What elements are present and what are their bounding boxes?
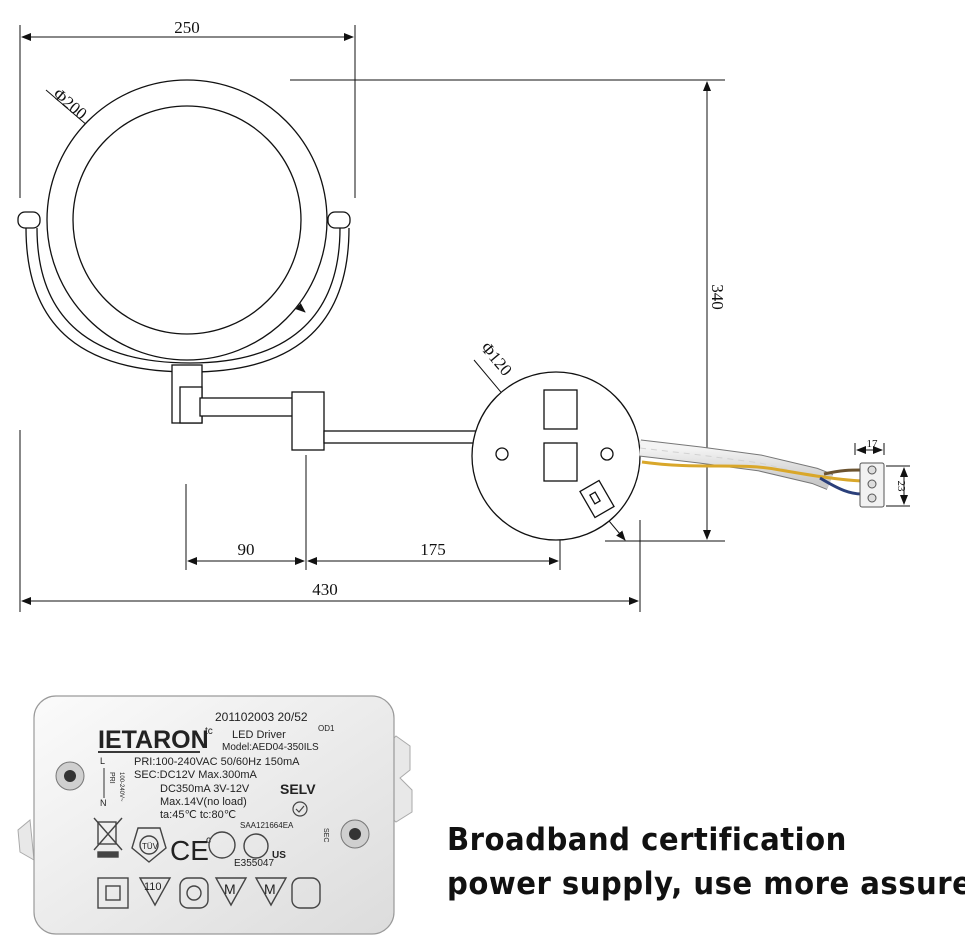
lamp-icon — [179, 877, 209, 909]
ul-icon — [243, 833, 269, 859]
class-symbols — [97, 877, 321, 909]
weee-bin-icon — [93, 817, 123, 858]
dim-arm-segment-1: 90 — [238, 540, 255, 559]
driver-pri-side-sub: 100-240V~ — [118, 772, 124, 802]
driver-housing — [33, 695, 395, 935]
driver-temps: ta:45℃ tc:80℃ — [160, 809, 236, 821]
driver-product: LED Driver — [232, 729, 286, 741]
driver-brand: IETARON — [98, 726, 209, 754]
rcm-icon — [292, 801, 308, 817]
power-cable — [639, 439, 863, 496]
dim-total-length: 430 — [312, 580, 338, 599]
driver-tuv: TÜV — [142, 842, 159, 851]
driver-symbol-m2: M — [264, 881, 276, 897]
driver-dc: DC350mA 3V-12V — [160, 783, 250, 795]
dim-overall-width: 250 — [174, 18, 200, 37]
dim-mirror-diameter: Φ200 — [49, 85, 90, 124]
dim-arm-segment-2: 175 — [420, 540, 446, 559]
led-driver: IETARON tc 201102003 20/52 OD1 LED Drive… — [17, 695, 413, 935]
driver-max-v: Max.14V(no load) — [160, 796, 247, 808]
driver-n-mark: N — [100, 798, 107, 808]
driver-sec: SEC:DC12V Max.300mA — [134, 769, 258, 781]
dim-overall-height: 340 — [708, 284, 727, 310]
driver-saa: SAA121664EA — [240, 821, 294, 830]
driver-symbol-110: 110 — [144, 881, 162, 893]
driver-pri: PRI:100-240VAC 50/60Hz 150mA — [134, 756, 300, 768]
tuv-icon — [131, 827, 167, 863]
dim-terminal-height: 23 — [895, 481, 907, 493]
driver-ce: CE — [170, 835, 209, 866]
m-mark-icon-2 — [254, 877, 288, 907]
terminal-block — [859, 462, 885, 508]
driver-serial-sub: OD1 — [318, 724, 335, 733]
driver-e-number: E355047 — [234, 858, 274, 869]
driver-symbol-m1: M — [224, 881, 236, 897]
dim-terminal-width: 17 — [867, 438, 879, 450]
driver-l-mark: L — [100, 756, 105, 766]
driver-pri-side: PRI — [108, 772, 115, 784]
m-mark-icon-1 — [214, 877, 248, 907]
driver-sec-side: SEC — [322, 828, 329, 842]
dim-base-diameter: Φ120 — [477, 338, 516, 379]
class-ii-icon — [97, 877, 129, 909]
driver-us: US — [272, 850, 286, 861]
driver-serial: 201102003 20/52 — [215, 710, 308, 724]
driver-brand-suffix: tc — [205, 726, 213, 737]
independent-icon — [291, 877, 321, 909]
caption-line-1: Broadband certification — [447, 822, 847, 858]
driver-model: Model:AED04-350ILS — [222, 742, 319, 753]
driver-c: c — [206, 835, 211, 846]
f-mark-icon — [138, 877, 172, 907]
mirror — [17, 79, 351, 373]
caption-line-2: power supply, use more assured — [447, 866, 965, 902]
wall-base — [471, 371, 641, 541]
emark-icon — [208, 831, 236, 859]
extension-lines — [19, 25, 910, 612]
driver-selv: SELV — [280, 781, 316, 797]
